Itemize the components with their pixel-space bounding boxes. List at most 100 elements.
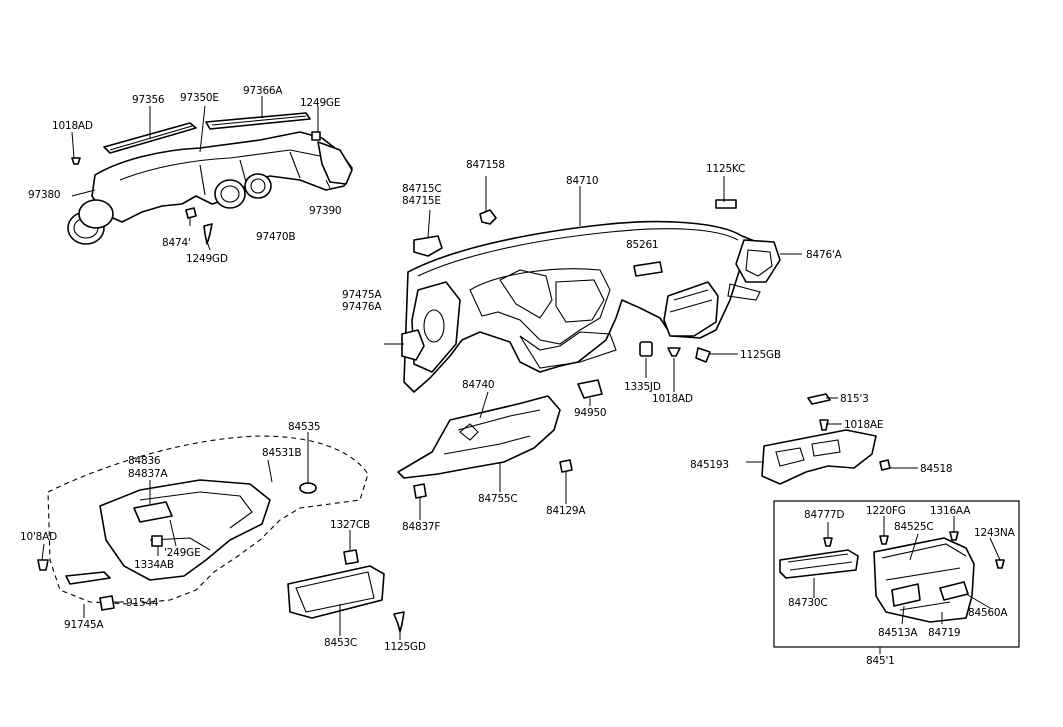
- label-84740: 84740: [462, 379, 494, 391]
- label-84535: 84535: [288, 421, 320, 433]
- label-84836: 84836: [128, 455, 161, 467]
- screw-1125KC: [715, 199, 737, 209]
- label-97350E: 97350E: [180, 92, 219, 104]
- cover-97476A: [401, 329, 425, 361]
- label-84511: 845'1: [866, 655, 895, 667]
- glovebox-lid-84530: [287, 565, 385, 619]
- dashboard-upper-panel: [403, 220, 763, 393]
- screw-1220FG: [879, 535, 889, 545]
- label-97390: 97390: [309, 205, 341, 217]
- label-1335JD: 1335JD: [624, 381, 661, 393]
- installation-view: [37, 435, 405, 633]
- clip-1334AB: [151, 535, 163, 547]
- clip-1335JD: [639, 341, 653, 357]
- center-vent-outlet-2: [244, 173, 272, 199]
- clip-91544: [99, 595, 115, 611]
- defroster-duct-assembly: [67, 112, 353, 245]
- glovebox-assembly-frame: [773, 500, 1020, 648]
- label-1018AD-c: 10'8AD: [20, 531, 57, 543]
- label-84777D: 84777D: [804, 509, 844, 521]
- clip-84513: [807, 393, 831, 405]
- label-84761A: 8476'A: [806, 249, 843, 261]
- label-1334AB: 1334AB: [134, 559, 174, 571]
- side-vent-outlet-left-2: [78, 199, 114, 229]
- label-84513A: 84513A: [878, 627, 918, 639]
- cap-84715B: [479, 209, 497, 225]
- label-85261: 85261: [626, 239, 658, 251]
- label-97356: 97356: [132, 94, 165, 106]
- label-1327CB: 1327CB: [330, 519, 370, 531]
- label-97475A: 97475A: [342, 289, 382, 301]
- lower-panel-84740: [397, 379, 603, 499]
- part-number-labels: 97356 97350E 97366A 1249GE 1018AD 97380 …: [20, 85, 1016, 667]
- label-84710: 84710: [566, 175, 598, 187]
- crash-pad-84710: [401, 199, 781, 393]
- label-84719: 84719: [928, 627, 960, 639]
- label-1249GD: 1249GD: [186, 253, 228, 265]
- nut-1327CB: [343, 549, 359, 565]
- screw-1018AD-a: [71, 157, 81, 165]
- glovebox-hinge-84513A: [891, 583, 921, 607]
- label-91745A: 91745A: [64, 619, 104, 631]
- label-84531B: 84531B: [262, 447, 301, 459]
- nut-84741: [185, 207, 197, 219]
- label-84755C: 84755C: [478, 493, 518, 505]
- label-84715B: 847158: [466, 159, 505, 171]
- label-84513: 815'3: [840, 393, 869, 405]
- label-84518: 84518: [920, 463, 952, 475]
- screw-84777D: [823, 537, 833, 547]
- clip-1249GE: [311, 131, 321, 141]
- bracket-94950: [577, 379, 603, 399]
- screw-1125GD: [393, 611, 405, 633]
- side-cover-97475A: [411, 281, 461, 373]
- label-94950: 94950: [574, 407, 606, 419]
- grille-84715C: [413, 235, 443, 257]
- label-1316AA: 1316AA: [930, 505, 971, 517]
- main-air-duct-97470B: [91, 131, 353, 223]
- screw-1018AE: [819, 419, 829, 431]
- label-84519B: 845193: [690, 459, 729, 471]
- screw-1249GD: [203, 223, 213, 245]
- leader-lines: [41, 96, 1001, 654]
- glovebox-assembly-84511: [779, 531, 1005, 623]
- label-97470B: 97470B: [256, 231, 295, 243]
- screw-1316AA: [949, 531, 959, 541]
- label-84741: 8474': [162, 237, 191, 249]
- screw-1125GB-a: [695, 347, 711, 363]
- dashboard-outline-dashed: [47, 435, 369, 605]
- label-91544: 91544: [126, 597, 159, 609]
- label-97380: 97380: [28, 189, 60, 201]
- label-1249GE-b: '249GE: [164, 547, 201, 559]
- clip-84129A: [559, 459, 573, 473]
- glovebox-latch-84560A: [939, 581, 969, 601]
- label-84525C: 84525C: [894, 521, 934, 533]
- bracket-84519B: [761, 393, 891, 485]
- lower-panel-84740: [397, 395, 561, 479]
- clip-84837F: [413, 483, 427, 499]
- screw-1018AD-b: [667, 347, 681, 357]
- bracket-84836: [133, 501, 173, 523]
- glovebox-trim-84730C: [779, 549, 859, 579]
- glovebox-opening-area: [99, 479, 271, 581]
- label-1243NA: 1243NA: [974, 527, 1016, 539]
- support-bracket-84519B: [761, 429, 877, 485]
- label-1125GD: 1125GD: [384, 641, 426, 653]
- label-1125GB-a: 1125GB: [740, 349, 781, 361]
- label-1220FG: 1220FG: [866, 505, 906, 517]
- label-1018AD-b: 1018AD: [652, 393, 693, 405]
- grommet-84535: [299, 482, 317, 494]
- label-84837F: 84837F: [402, 521, 440, 533]
- right-side-vent-84761A: [735, 239, 781, 283]
- screw-84518: [879, 459, 891, 471]
- strap-91745A: [65, 571, 111, 585]
- label-97366A: 97366A: [243, 85, 283, 97]
- label-84530: 8453C: [324, 637, 357, 649]
- screw-1243NA: [995, 559, 1005, 569]
- glovebox-slot-85261: [633, 261, 663, 277]
- label-84730C: 84730C: [788, 597, 828, 609]
- screw-1018AD-c: [37, 559, 49, 571]
- label-1018AD-a: 1018AD: [52, 120, 93, 132]
- label-1125KC: 1125KC: [706, 163, 745, 175]
